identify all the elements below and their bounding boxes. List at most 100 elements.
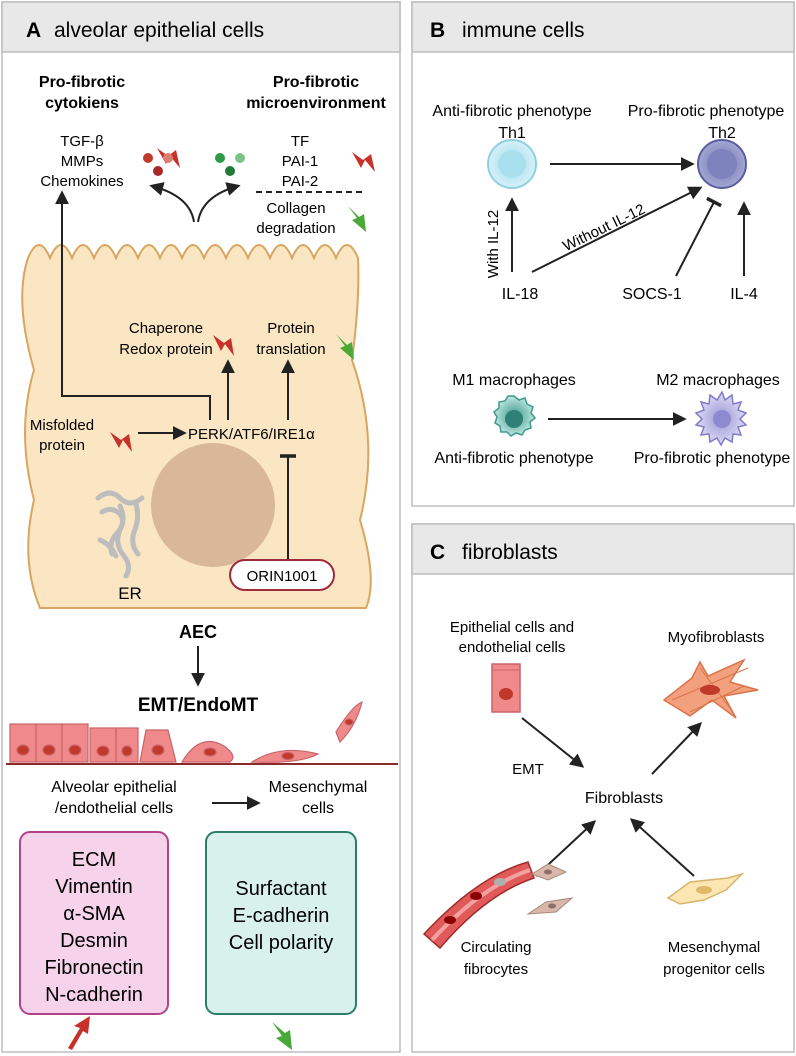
endoplasmic-reticulum-icon (95, 490, 145, 579)
emt-label: EMT/EndoMT (138, 695, 259, 716)
up-marker: α-SMA (63, 903, 125, 925)
collagen-label-1: Collagen (266, 200, 325, 217)
epithelial-cell-icon (491, 663, 521, 713)
down-marker: Cell polarity (229, 932, 333, 954)
epithelial-label-2: endothelial cells (459, 639, 566, 656)
panel-a-header (1, 1, 401, 53)
socs1-inhibition (675, 196, 722, 277)
circulating-fibrocytes-icon (422, 861, 574, 950)
orin1001-label: ORIN1001 (247, 568, 318, 585)
chaperone-label-2: Redox protein (119, 341, 212, 358)
m1-macrophage-icon (493, 395, 537, 437)
th1-cell-icon (487, 139, 537, 189)
panel-b-header (411, 1, 795, 53)
mesenchymal-label-2: cells (302, 800, 334, 817)
th1-phenotype-label: Anti-fibrotic phenotype (432, 103, 591, 120)
th1-label: Th1 (498, 125, 526, 142)
micro-heading-1: Pro-fibrotic (273, 74, 359, 91)
panel-a-letter: A (26, 19, 41, 42)
up-marker: Vimentin (55, 876, 132, 898)
epithelial-label-1: Epithelial cells and (450, 619, 574, 636)
panel-b-title: immune cells (462, 19, 585, 42)
micro-item: PAI-2 (282, 173, 318, 190)
mesenchymal-progenitor-icon (666, 872, 745, 905)
protein-label-1: Protein (267, 320, 315, 337)
micro-heading-2: microenvironment (246, 95, 386, 112)
chaperone-label-1: Chaperone (129, 320, 203, 337)
panel-a: A alveolar epithelial cells Pro-fibrotic… (1, 1, 401, 1053)
cytokines-heading-1: Pro-fibrotic (39, 74, 125, 91)
cytokines-heading-2: cytokiens (45, 95, 119, 112)
panel-c-title: fibroblasts (462, 541, 558, 564)
th2-phenotype-label: Pro-fibrotic phenotype (628, 103, 785, 120)
mesenchymal-progenitor-label-1: Mesenchymal (668, 939, 761, 956)
up-marker: Fibronectin (45, 957, 144, 979)
orin1001-badge (229, 559, 335, 591)
up-arrow-icon (352, 152, 375, 172)
m2-label: M2 macrophages (656, 372, 780, 389)
alveolar-label-2: /endothelial cells (55, 800, 173, 817)
sensors-to-cytokines-arrow (55, 190, 211, 420)
m2-macrophage-icon (694, 390, 748, 447)
mesenchymal-progenitor-label-2: progenitor cells (663, 961, 765, 978)
up-marker: Desmin (60, 930, 128, 952)
cytokine-item: MMPs (61, 153, 104, 170)
progenitors-to-fibroblasts-arrow (629, 818, 695, 877)
collagen-label-2: degradation (256, 220, 335, 237)
panel-c: C fibroblasts Epithelial cells and endot… (411, 523, 795, 1053)
with-il12-label: With IL-12 (485, 210, 502, 278)
panel-a-title: alveolar epithelial cells (54, 19, 264, 42)
up-arrow-icon (213, 335, 234, 356)
epithelial-to-fibroblasts-arrow (521, 717, 585, 768)
up-arrow-icon (110, 432, 132, 452)
down-marker: E-cadherin (233, 905, 330, 927)
panel-c-frame (411, 523, 795, 1053)
socs1-label: SOCS-1 (622, 286, 682, 303)
m1-phenotype-label: Anti-fibrotic phenotype (434, 450, 593, 467)
emt-label-c: EMT (512, 761, 544, 778)
circulating-label-2: fibrocytes (464, 961, 528, 978)
circulating-label-1: Circulating (461, 939, 532, 956)
downregulated-markers-box (205, 831, 357, 1015)
fibroblasts-label: Fibroblasts (585, 790, 663, 807)
emt-cell-transition-icon (9, 701, 363, 763)
nucleus (151, 443, 275, 567)
aec-label: AEC (179, 622, 217, 642)
panel-c-letter: C (430, 541, 445, 564)
down-arrow-icon (272, 1022, 292, 1050)
alveolar-label-1: Alveolar epithelial (51, 779, 176, 796)
down-arrow-icon (336, 334, 354, 360)
panel-b: B immune cells Anti-fibrotic phenotype P… (411, 1, 795, 507)
alveolar-epithelial-cell (21, 244, 372, 609)
m1-label: M1 macrophages (452, 372, 576, 389)
fibroblasts-to-myofibroblasts-arrow (651, 721, 702, 775)
mesenchymal-label-1: Mesenchymal (269, 779, 368, 796)
down-marker: Surfactant (235, 878, 327, 900)
secretion-arrow-left (149, 182, 195, 223)
down-arrow-icon (348, 206, 366, 232)
misfolded-label-2: protein (39, 437, 85, 454)
er-label: ER (118, 584, 142, 603)
protein-label-2: translation (256, 341, 325, 358)
upregulated-markers-box (19, 831, 169, 1015)
up-marker: N-cadherin (45, 984, 143, 1006)
misfolded-label-1: Misfolded (30, 417, 94, 434)
up-marker: ECM (72, 849, 116, 871)
cytokine-item: TGF-β (60, 133, 104, 150)
sensors-label: PERK/ATF6/IRE1α (188, 426, 315, 443)
up-arrow-icon (68, 1016, 90, 1050)
il18-without-il12-arrow (531, 186, 703, 273)
th2-label: Th2 (708, 125, 736, 142)
il4-label: IL-4 (730, 286, 758, 303)
cytokine-item: Chemokines (40, 173, 123, 190)
m2-phenotype-label: Pro-fibrotic phenotype (634, 450, 791, 467)
myofibroblast-icon (662, 658, 759, 719)
il18-label: IL-18 (502, 286, 539, 303)
secretion-arrow-right (197, 182, 241, 223)
panel-b-letter: B (430, 19, 445, 42)
secreted-vesicles-icon (143, 153, 245, 176)
panel-c-header (411, 523, 795, 575)
micro-item: PAI-1 (282, 153, 318, 170)
myofibroblasts-label: Myofibroblasts (668, 629, 765, 646)
